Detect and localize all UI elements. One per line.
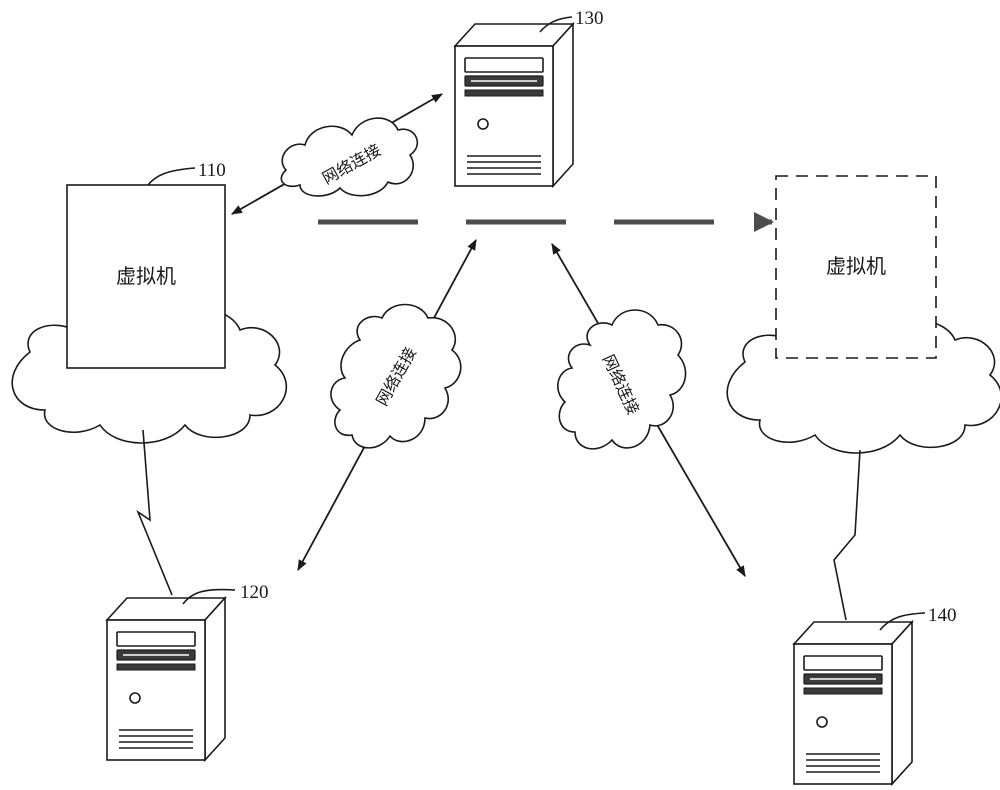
server-140-icon bbox=[793, 621, 913, 785]
target-vm-box bbox=[775, 175, 937, 359]
connection-cloud-right: 网络连接 bbox=[557, 309, 687, 450]
label-120: 120 bbox=[240, 582, 269, 603]
label-110: 110 bbox=[198, 160, 226, 181]
connection-cloud-top: 网络连接 bbox=[280, 117, 419, 197]
label-leader-120 bbox=[182, 588, 236, 605]
server-120-icon bbox=[106, 597, 226, 761]
label-leader-110 bbox=[147, 167, 196, 186]
left-lightning-icon bbox=[136, 429, 173, 596]
source-vm-box bbox=[66, 184, 226, 369]
label-leader-140 bbox=[879, 612, 926, 631]
right-lightning-icon bbox=[833, 449, 861, 621]
source-vm-label: 虚拟机 bbox=[116, 264, 176, 288]
label-130: 130 bbox=[575, 8, 604, 29]
connection-cloud-left: 网络连接 bbox=[330, 303, 462, 449]
label-leader-130 bbox=[539, 16, 573, 33]
label-140: 140 bbox=[928, 605, 957, 626]
server-130-icon bbox=[454, 23, 574, 187]
target-vm-label: 虚拟机 bbox=[826, 254, 886, 278]
